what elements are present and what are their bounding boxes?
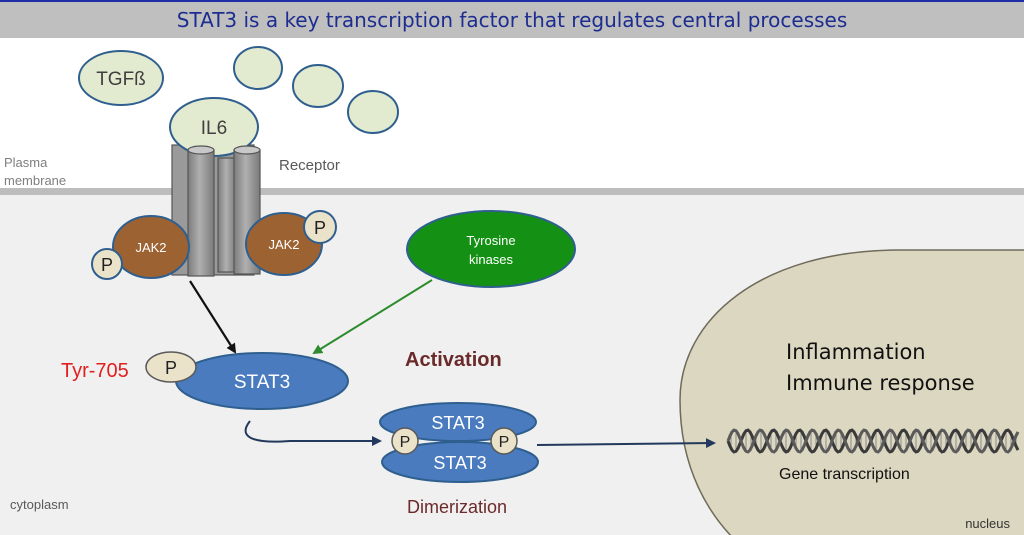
il6-label: IL6 bbox=[201, 118, 227, 139]
phospho-label: P bbox=[400, 434, 411, 451]
tyr705-label: Tyr-705 bbox=[61, 360, 129, 382]
activation-label: Activation bbox=[405, 349, 502, 371]
jak2-right-label: JAK2 bbox=[268, 237, 299, 252]
immune-response-label: Immune response bbox=[786, 371, 975, 395]
arrow-jak2-to-stat3 bbox=[189, 280, 237, 354]
receptor-cylinder bbox=[217, 157, 237, 273]
phospho-dimer-left bbox=[391, 427, 419, 455]
dna-strand bbox=[726, 428, 1020, 454]
phospho-label: P bbox=[499, 434, 510, 451]
ligand-circle bbox=[233, 46, 283, 90]
phospho-dimer-right bbox=[490, 427, 518, 455]
cytoplasm-label: cytoplasm bbox=[10, 497, 69, 512]
arrow-dimer-to-dna bbox=[536, 438, 716, 449]
phospho-tyr705 bbox=[145, 351, 197, 383]
ligand-circle bbox=[347, 90, 399, 134]
phospho-jak2-right bbox=[303, 210, 337, 244]
phospho-label: P bbox=[314, 218, 326, 238]
arrow-tyrosine-kinases-to-stat3 bbox=[312, 279, 433, 355]
tgfb-label: TGFß bbox=[96, 69, 146, 90]
tyrosine-kinases bbox=[406, 210, 576, 288]
phospho-label: P bbox=[165, 358, 177, 378]
gene-transcription-label: Gene transcription bbox=[779, 466, 910, 483]
stat3-label: STAT3 bbox=[234, 372, 290, 393]
tyrosine-kinases-label-line1: Tyrosine bbox=[466, 233, 515, 248]
plasma-membrane bbox=[0, 188, 1024, 195]
ligand-circle bbox=[292, 64, 344, 108]
jak2-right bbox=[245, 212, 323, 276]
tyrosine-kinases-label-line2: kinases bbox=[469, 252, 514, 267]
nucleus bbox=[679, 249, 1024, 535]
plasma-membrane-label-line1: Plasma bbox=[4, 155, 48, 170]
page-title: STAT3 is a key transcription factor that… bbox=[176, 8, 848, 32]
dimerization-label: Dimerization bbox=[407, 497, 507, 517]
stat3-dimer-top-label: STAT3 bbox=[431, 413, 484, 433]
dna-helix-icon bbox=[726, 428, 1020, 454]
receptor-label: Receptor bbox=[279, 157, 340, 174]
jak2-left bbox=[112, 215, 190, 279]
arrow-stat3-to-dimer bbox=[244, 420, 382, 446]
plasma-membrane-label-line2: membrane bbox=[4, 173, 66, 188]
jak2-left-label: JAK2 bbox=[135, 240, 166, 255]
title-bar: STAT3 is a key transcription factor that… bbox=[0, 0, 1024, 38]
nucleus-label: nucleus bbox=[965, 516, 1010, 531]
phospho-jak2-left bbox=[91, 248, 123, 280]
receptor-cylinder bbox=[187, 145, 215, 277]
phospho-label: P bbox=[101, 255, 113, 275]
dna-strand bbox=[726, 428, 1020, 454]
stat3-dimer-bottom-label: STAT3 bbox=[433, 453, 486, 473]
tgfb-ligand bbox=[78, 50, 164, 106]
inflammation-label: Inflammation bbox=[786, 340, 926, 364]
